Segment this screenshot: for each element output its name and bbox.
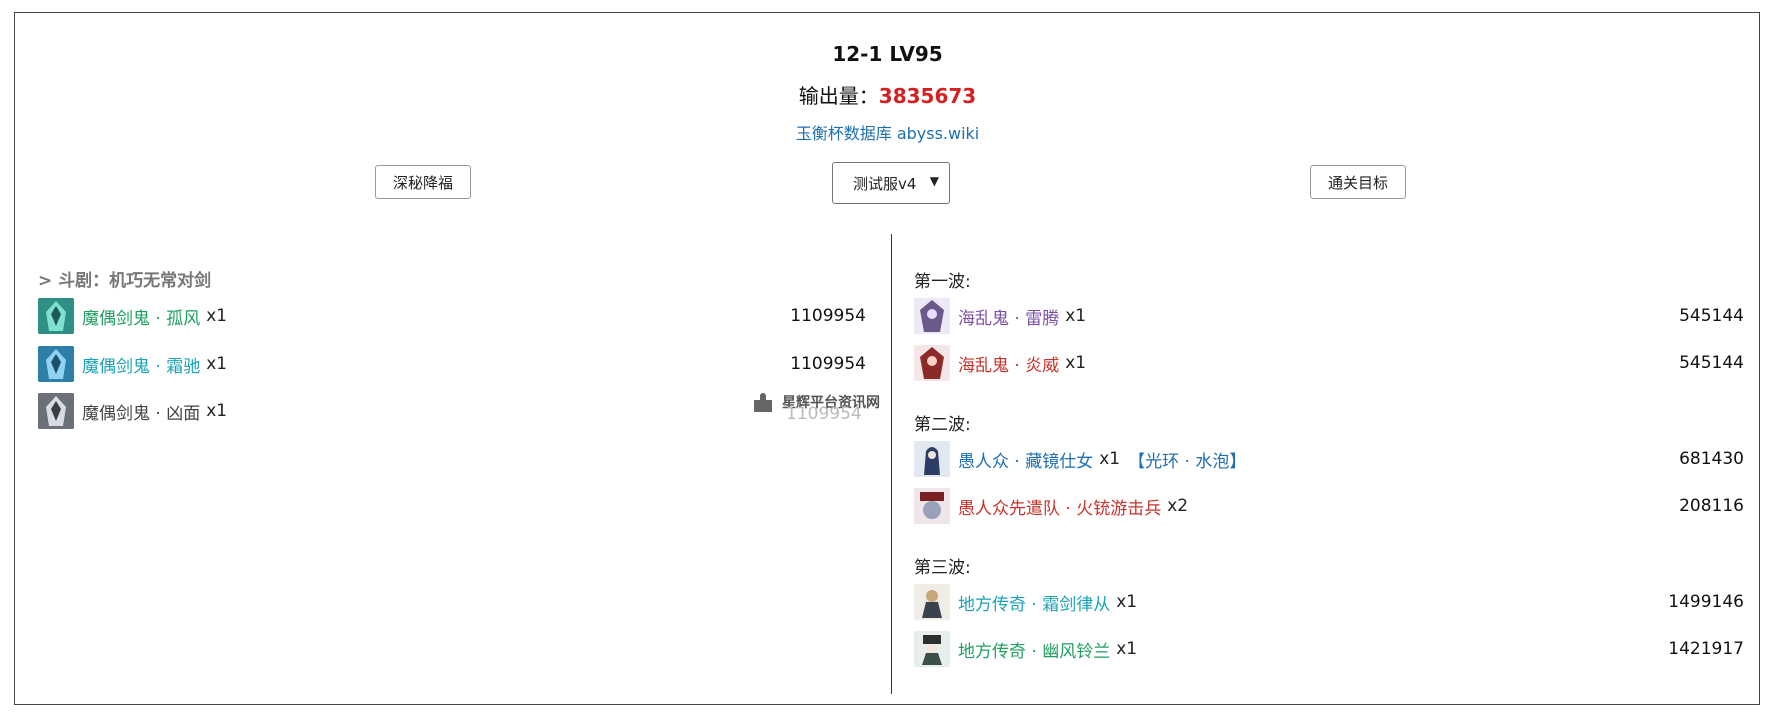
challenge-title: > 斗剧：机巧无常对剑 (38, 271, 212, 291)
version-select[interactable]: 测试服v4 ▼ (832, 162, 950, 204)
puzzle-icon (754, 393, 772, 412)
enemy-hp: 681430 (1679, 449, 1744, 469)
enemy-name: 魔偶剑鬼 · 凶面 (82, 403, 201, 424)
wave-2-label: 第二波: (914, 415, 971, 435)
ruin-drake-green-avatar (38, 298, 74, 334)
page-title: 12-1 LV95 (832, 42, 943, 66)
enemy-name: 海乱鬼 · 炎威 (958, 355, 1060, 376)
pyro-gunner-avatar (914, 488, 950, 524)
enemy-row: 海乱鬼 · 炎威 x1 (914, 345, 1086, 381)
enemy-count: x1 (1116, 639, 1138, 659)
wind-lily-avatar (914, 631, 950, 667)
enemy-hp-obscured: 1109954 (786, 404, 862, 424)
enemy-row: 地方传奇 · 霜剑律从 x1 (914, 584, 1137, 620)
enemy-count: x1 (206, 354, 228, 374)
enemy-count: x1 (206, 306, 228, 326)
enemy-row: 魔偶剑鬼 · 凶面 x1 (38, 393, 227, 429)
database-link[interactable]: 玉衡杯数据库 abyss.wiki (795, 124, 980, 143)
enemy-hp: 545144 (1679, 306, 1744, 326)
enemy-hp: 1109954 (790, 354, 866, 374)
enemy-row: 愚人众 · 藏镜仕女 x1 【光环 · 水泡】 (914, 441, 1246, 477)
enemy-row: 海乱鬼 · 雷腾 x1 (914, 298, 1086, 334)
enemy-count: x2 (1167, 496, 1189, 516)
enemy-count: x1 (206, 401, 228, 421)
enemy-row: 愚人众先遣队 · 火铳游击兵 x2 (914, 488, 1188, 524)
output-summary: 输出量：3835673 (0, 80, 1775, 109)
watermark: 星辉平台资讯网 1109954 (750, 390, 880, 424)
enemy-hp: 208116 (1679, 496, 1744, 516)
enemy-name: 地方传奇 · 幽风铃兰 (958, 641, 1111, 662)
main-frame (14, 12, 1760, 705)
frost-sword-avatar (914, 584, 950, 620)
enemy-count: x1 (1065, 353, 1087, 373)
enemy-row: 魔偶剑鬼 · 霜驰 x1 (38, 346, 227, 382)
enemy-hp: 1109954 (790, 306, 866, 326)
kairagi-fire-avatar (914, 345, 950, 381)
wave-3-label: 第三波: (914, 558, 971, 578)
enemy-hp: 1421917 (1668, 639, 1744, 659)
ruin-drake-gray-avatar (38, 393, 74, 429)
output-value: 3835673 (878, 84, 977, 108)
enemy-name: 魔偶剑鬼 · 霜驰 (82, 356, 201, 377)
blessing-button[interactable]: 深秘降福 (375, 165, 471, 199)
enemy-row: 魔偶剑鬼 · 孤风 x1 (38, 298, 227, 334)
version-select-value: 测试服v4 (853, 174, 917, 193)
watermark-text: 星辉平台资讯网 (782, 395, 880, 411)
wave-1-label: 第一波: (914, 272, 971, 292)
enemy-name: 愚人众先遣队 · 火铳游击兵 (958, 498, 1162, 519)
ruin-drake-blue-avatar (38, 346, 74, 382)
enemy-count: x1 (1065, 306, 1087, 326)
enemy-name: 魔偶剑鬼 · 孤风 (82, 308, 201, 329)
enemy-hp: 545144 (1679, 353, 1744, 373)
enemy-hp: 1499146 (1668, 592, 1744, 612)
column-divider (891, 234, 892, 694)
enemy-name: 地方传奇 · 霜剑律从 (958, 594, 1111, 615)
enemy-count: x1 (1116, 592, 1138, 612)
chevron-down-icon: ▼ (929, 174, 939, 188)
mirror-maiden-avatar (914, 441, 950, 477)
enemy-name: 愚人众 · 藏镜仕女 (958, 451, 1094, 472)
enemy-row: 地方传奇 · 幽风铃兰 x1 (914, 631, 1137, 667)
enemy-count: x1 (1099, 449, 1121, 469)
aura-tag: 【光环 · 水泡】 (1128, 451, 1247, 472)
objective-button[interactable]: 通关目标 (1310, 165, 1406, 199)
output-label: 输出量： (798, 84, 879, 108)
enemy-name: 海乱鬼 · 雷腾 (958, 308, 1060, 329)
kairagi-thunder-avatar (914, 298, 950, 334)
